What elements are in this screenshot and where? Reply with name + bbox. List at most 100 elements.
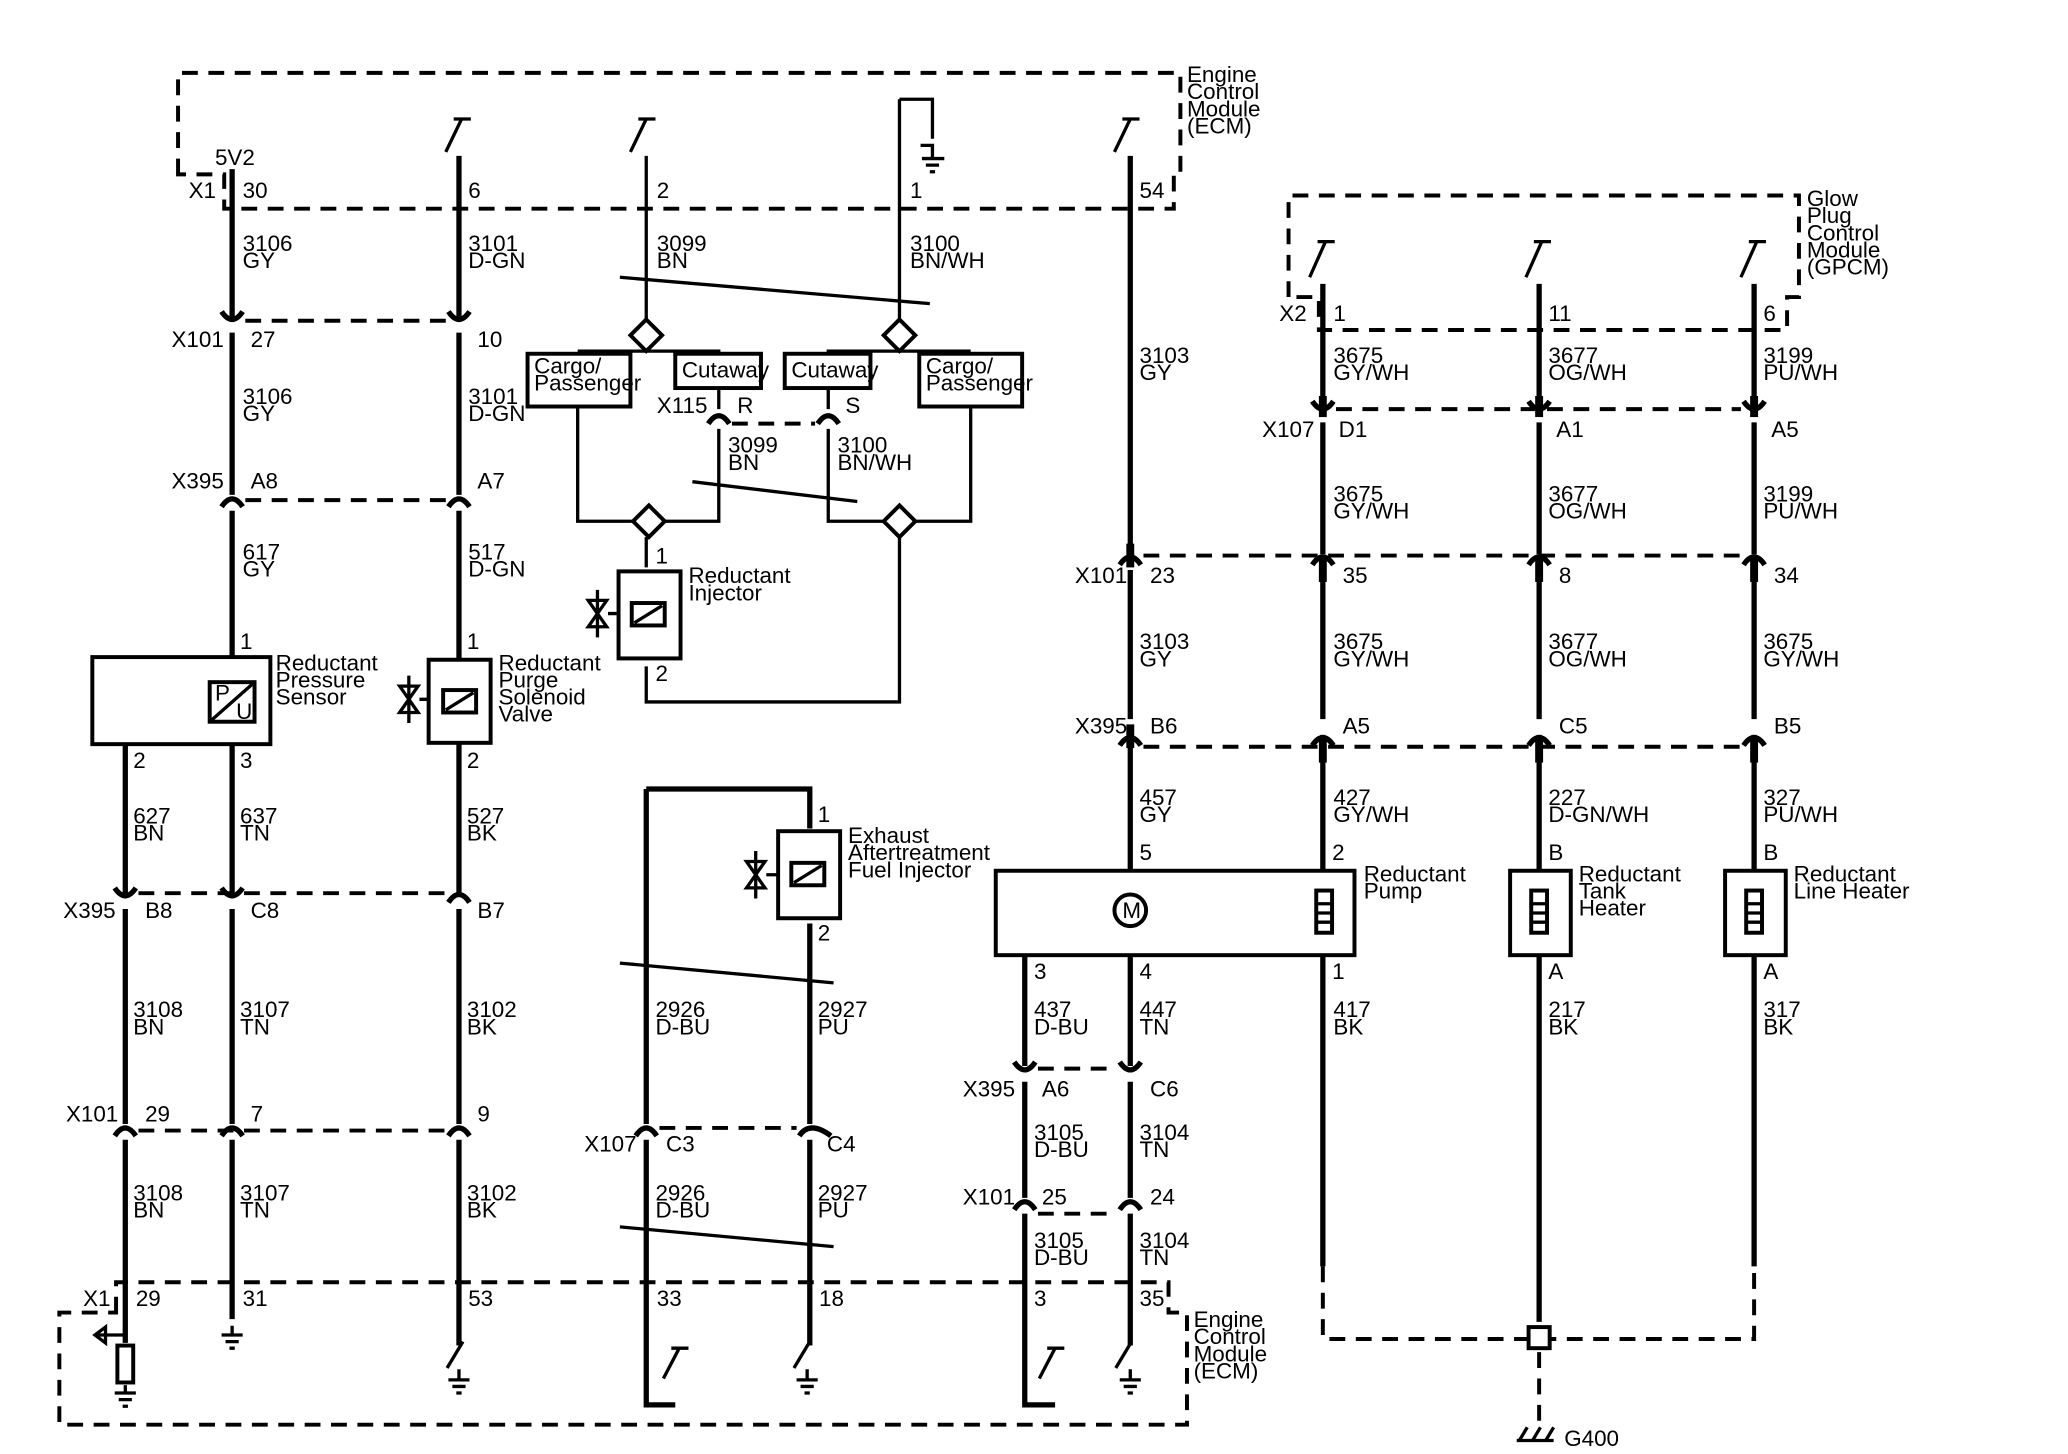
variant-cargo-left: Cargo/Passenger	[534, 354, 642, 396]
pin-5v2: 5V2	[215, 145, 255, 170]
x107-label-1: X107	[1262, 417, 1314, 442]
pin-x395-b5: B5	[1774, 714, 1801, 739]
pin-x395-b6: B6	[1150, 714, 1177, 739]
pin-x101-9: 9	[477, 1101, 489, 1126]
ecm-switches	[444, 117, 1766, 1380]
pin-x101-10: 10	[477, 327, 502, 352]
pin-valve-1: 1	[467, 629, 479, 654]
pin-ecm-18: 18	[819, 1286, 844, 1311]
x107-label-2: X107	[584, 1132, 636, 1157]
pin-x101-35: 35	[1343, 563, 1368, 588]
ground-g400: G400	[1526, 1325, 1619, 1451]
pin-x395-c5: C5	[1559, 714, 1588, 739]
pin-x115-s: S	[845, 393, 860, 418]
pin-ecm-3: 3	[1034, 1286, 1046, 1311]
variant-cargo-right: Cargo/Passenger	[926, 354, 1034, 396]
x101-label-3: X101	[66, 1101, 118, 1126]
pin-x107-d1: D1	[1339, 417, 1368, 442]
pin-ecm-6: 6	[468, 178, 480, 203]
x101-label-1: X101	[171, 327, 223, 352]
pin-pump-5: 5	[1140, 840, 1152, 865]
x395-label-2: X395	[1075, 714, 1127, 739]
ecm-pullup-resistor	[92, 1323, 136, 1385]
pin-x107-c4: C4	[827, 1132, 856, 1157]
pump-motor-glyph: M	[1122, 898, 1141, 923]
sensor-glyph-p: P	[215, 681, 230, 706]
pin-fuel-inj-2: 1	[818, 802, 830, 827]
x395-label-4: X395	[963, 1076, 1015, 1101]
pin-pump-1: 1	[1332, 959, 1344, 984]
pin-sensor-3: 3	[240, 748, 252, 773]
variant-cutaway-left: Cutaway	[682, 357, 770, 382]
pin-x395-a5: A5	[1343, 714, 1370, 739]
pin-sensor-2: 2	[133, 748, 145, 773]
pin-x101-23: 23	[1150, 563, 1175, 588]
pin-line-b: B	[1763, 840, 1778, 865]
pin-tank-a: A	[1548, 959, 1563, 984]
pin-x395-b8: B8	[145, 898, 172, 923]
x395-label-1: X395	[171, 468, 223, 493]
x395-label-3: X395	[63, 898, 115, 923]
wire-paths	[122, 97, 1757, 1425]
pin-x115-r: R	[737, 393, 753, 418]
pin-ecm-1: 1	[910, 178, 922, 203]
pin-pump-3: 3	[1034, 959, 1046, 984]
x115-label: X115	[657, 393, 708, 418]
ground-g400-label: G400	[1564, 1426, 1619, 1451]
x101-label-2: X101	[1075, 563, 1127, 588]
connector-links	[138, 318, 1741, 1216]
pin-gpcm-11: 11	[1548, 301, 1571, 326]
pin-ecm-2: 2	[657, 178, 669, 203]
pin-x107-a1: A1	[1556, 417, 1583, 442]
pin-labels: 5V2 30 6 2 1 54 29 31 53 33 18 3 35 1 11…	[133, 145, 1801, 1311]
pin-ecm-35: 35	[1140, 1286, 1165, 1311]
pin-x101-29: 29	[145, 1101, 170, 1126]
pin-x107-c3: C3	[666, 1132, 695, 1157]
pin-x101-8: 8	[1559, 563, 1571, 588]
pin-ecm-54: 54	[1140, 178, 1165, 203]
